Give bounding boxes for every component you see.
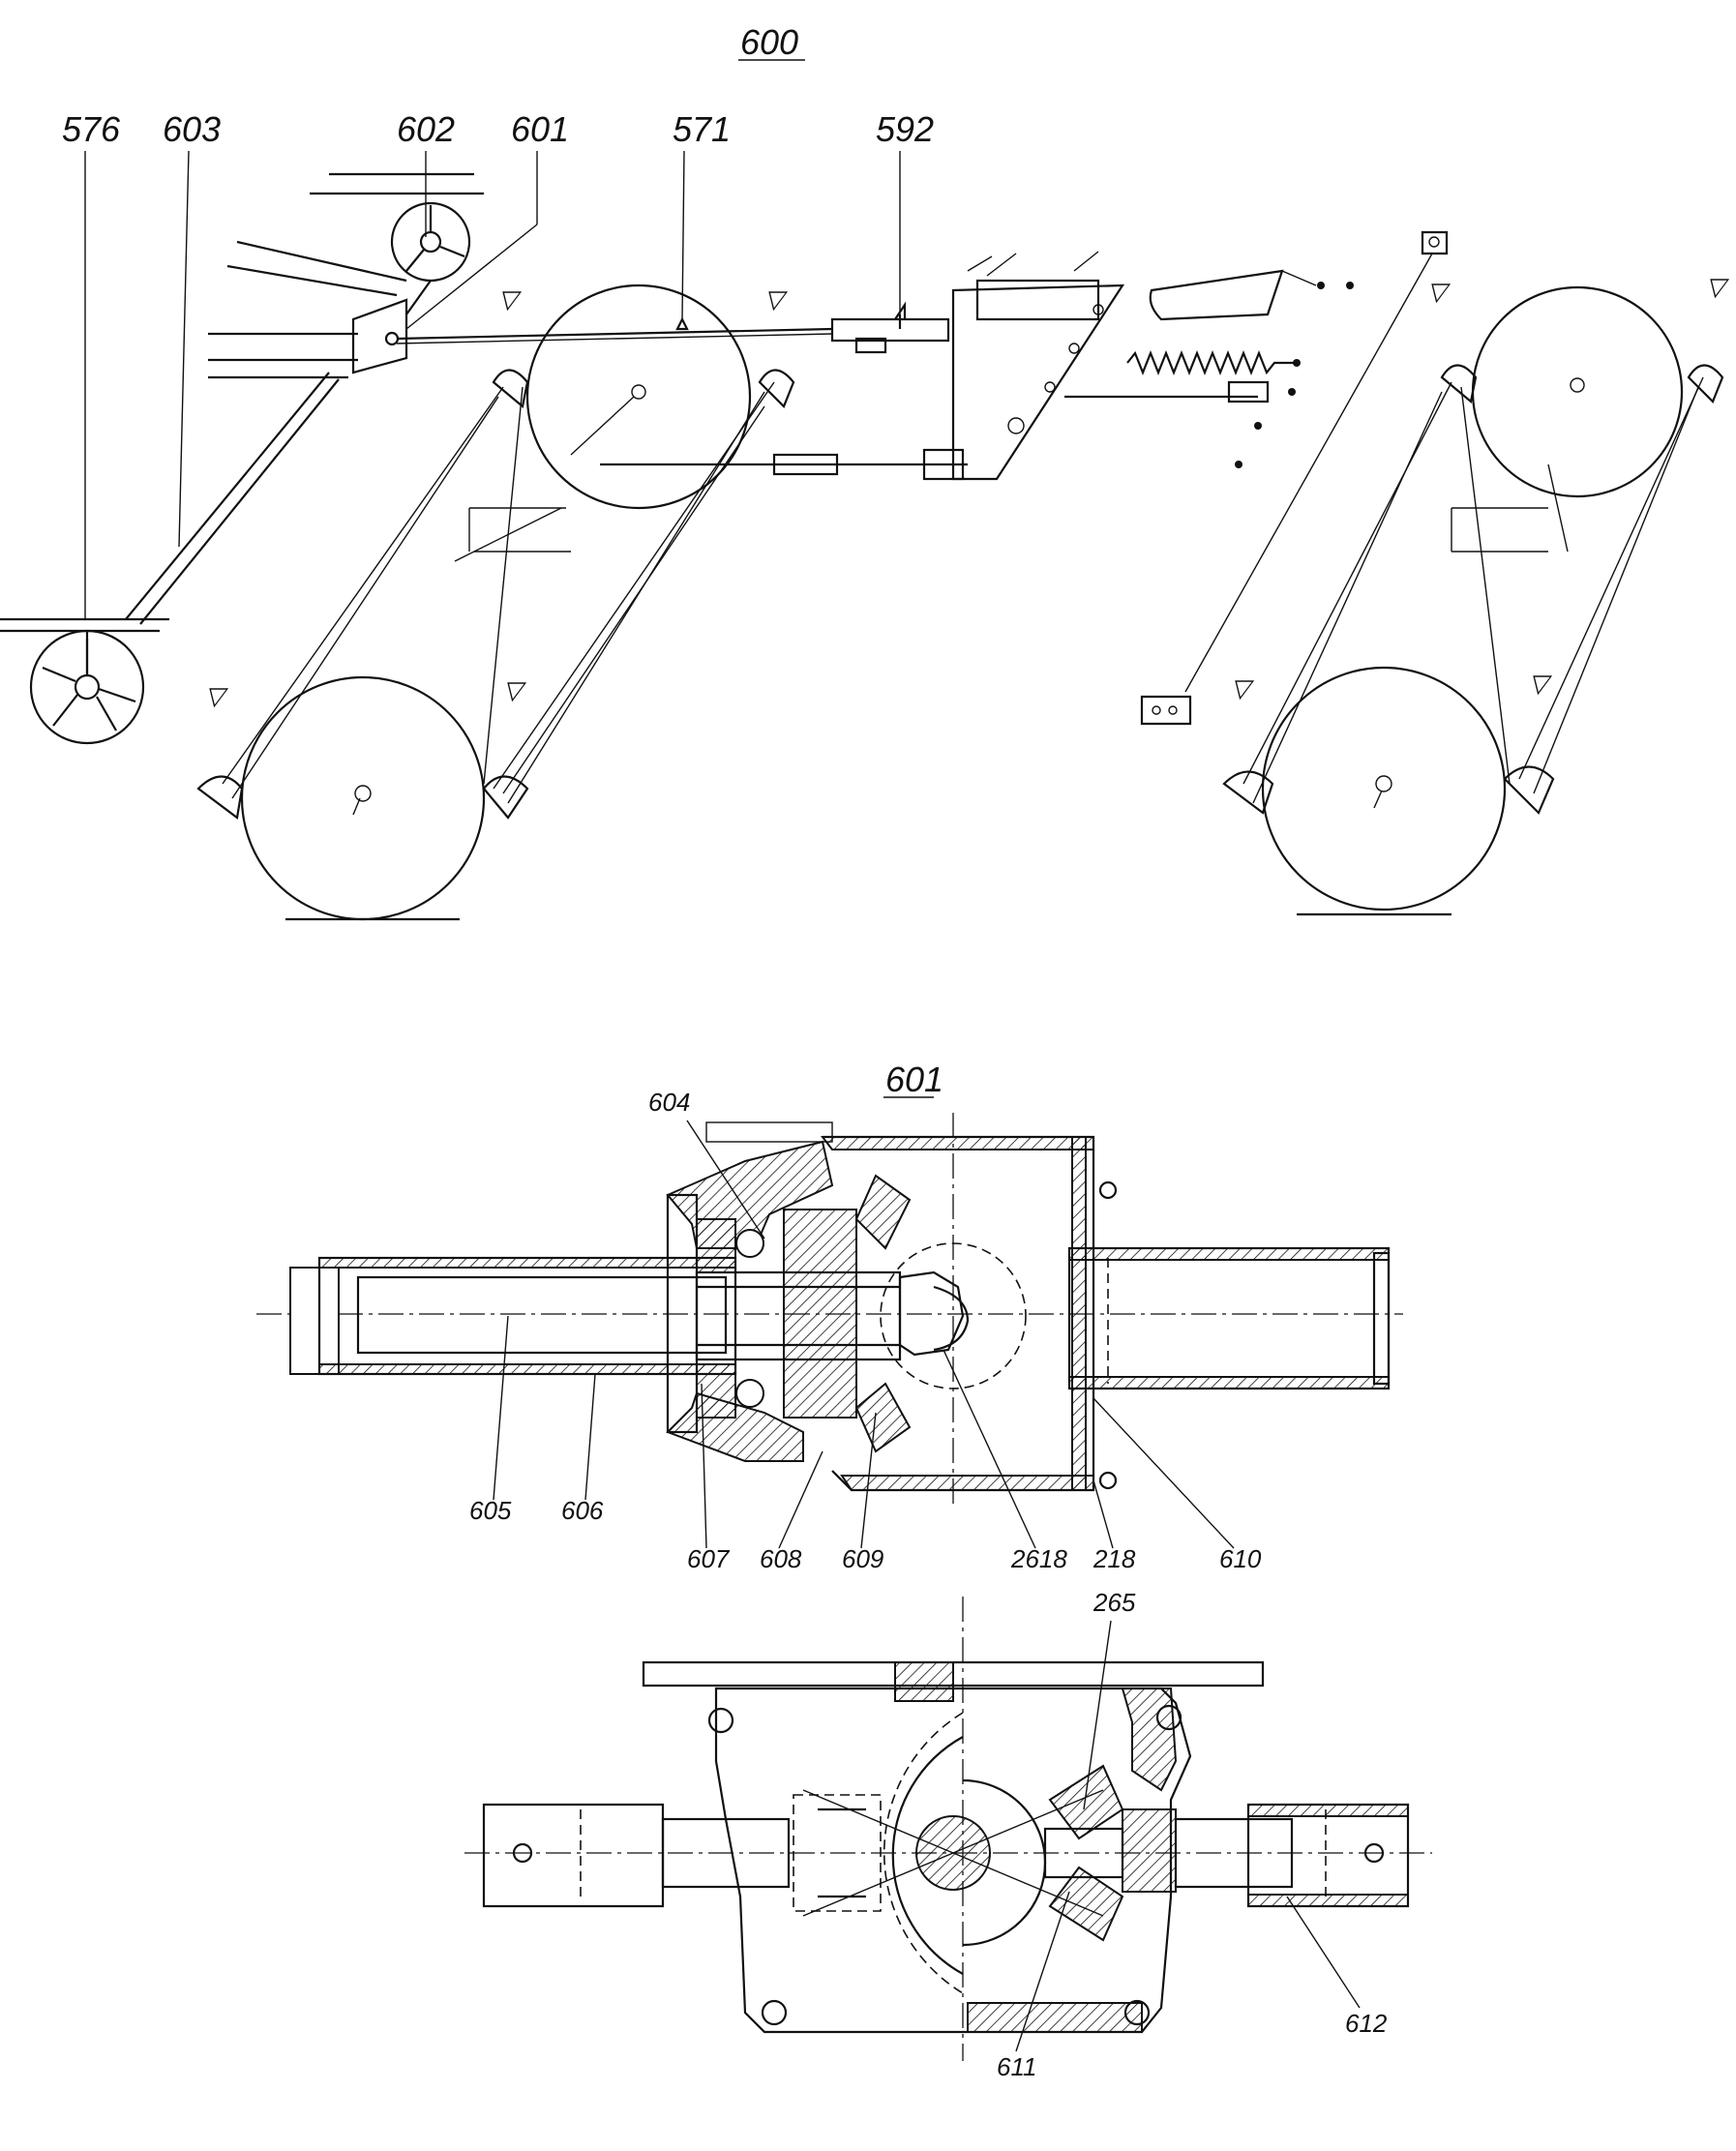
- label-607: 607: [687, 1544, 731, 1573]
- drum-upper-right: ▽ ▽: [1427, 272, 1730, 498]
- tension-spring: [1126, 350, 1297, 375]
- svg-text:▽: ▽: [1231, 673, 1255, 702]
- label-592: 592: [876, 109, 934, 149]
- label-265: 265: [1092, 1588, 1136, 1617]
- linkage-plate: [951, 251, 1125, 481]
- leader-571: [681, 150, 685, 320]
- drawbar-603: [125, 372, 340, 625]
- section-view-601: 601: [256, 1060, 1403, 1573]
- section-title-601: 601: [885, 1060, 943, 1099]
- drum-upper-left: ▽ ▽: [492, 284, 795, 510]
- svg-text:▽: ▽: [503, 675, 527, 704]
- label-605: 605: [469, 1496, 512, 1525]
- svg-text:▽: ▽: [1529, 669, 1553, 698]
- label-609: 609: [842, 1544, 883, 1573]
- bottom-view: 265 611 612: [464, 1588, 1432, 2081]
- label-603: 603: [163, 109, 221, 149]
- cable-571: [396, 316, 833, 344]
- label-602: 602: [397, 109, 455, 149]
- leader-601b: [405, 224, 538, 330]
- right-strings: [1140, 230, 1704, 804]
- svg-text:▽: ▽: [1427, 277, 1452, 306]
- label-576: 576: [62, 109, 121, 149]
- frame-601: [208, 172, 484, 379]
- svg-text:▽: ▽: [764, 284, 789, 314]
- svg-text:▽: ▽: [1706, 272, 1730, 301]
- label-2618: 2618: [1010, 1544, 1067, 1573]
- drum-lower-right: ▽ ▽: [1222, 666, 1555, 916]
- svg-text:▽: ▽: [205, 681, 229, 710]
- label-606: 606: [561, 1496, 604, 1525]
- leader-603: [178, 150, 190, 548]
- label-611: 611: [997, 2052, 1036, 2081]
- drum-lower-left: ▽ ▽: [196, 675, 529, 921]
- label-604: 604: [648, 1088, 690, 1117]
- label-601: 601: [511, 109, 569, 149]
- figure-title-600: 600: [740, 22, 798, 62]
- left-strings: [222, 381, 775, 804]
- top-figure-600: 576 603 602 601 571 592: [0, 109, 1730, 921]
- svg-text:▽: ▽: [498, 284, 523, 314]
- label-610: 610: [1219, 1544, 1262, 1573]
- label-218: 218: [1092, 1544, 1136, 1573]
- lower-rod: [600, 448, 968, 481]
- label-608: 608: [760, 1544, 802, 1573]
- caster-wheel-576: [0, 617, 169, 745]
- pivot-points: [1235, 282, 1354, 468]
- turnbuckle-592: [830, 301, 950, 354]
- label-571: 571: [673, 109, 731, 149]
- actuator-cylinder: [1064, 269, 1317, 403]
- label-612: 612: [1345, 2009, 1388, 2038]
